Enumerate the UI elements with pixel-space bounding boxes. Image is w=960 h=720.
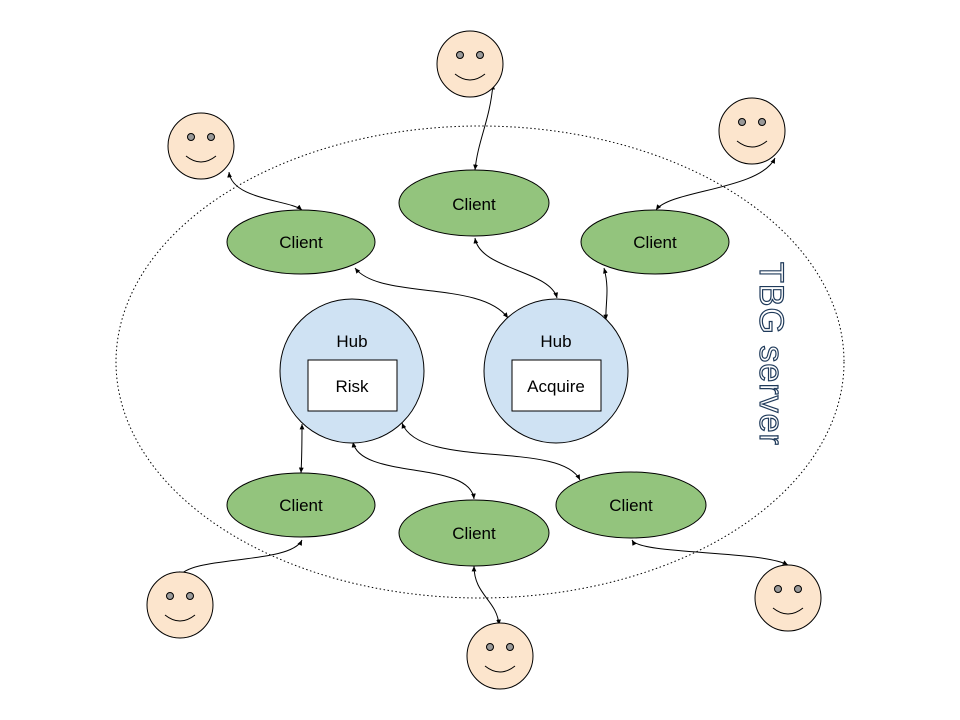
hub-game-label: Risk	[335, 377, 369, 396]
clients: Client Client Client Client Client Clien…	[226, 169, 730, 567]
smiley-face-icon	[167, 112, 235, 180]
hub-game-label: Acquire	[527, 377, 585, 396]
hub-game-box	[511, 359, 602, 412]
user-face-5	[466, 622, 534, 690]
client-node-3: Client	[580, 209, 730, 275]
user-face-2	[436, 30, 504, 98]
hub-risk: Hub Risk	[279, 298, 425, 444]
smiley-face-icon	[436, 30, 504, 98]
client-label: Client	[279, 233, 323, 252]
client-node-4: Client	[226, 472, 376, 538]
client-label: Client	[452, 524, 496, 543]
smiley-face-icon	[754, 564, 822, 632]
users	[146, 30, 822, 690]
hubs: Hub Risk Hub Acquire	[279, 298, 629, 444]
hub-title: Hub	[336, 332, 367, 351]
user-face-4	[146, 571, 214, 639]
edge-user4-client4	[178, 539, 303, 578]
edge-client1-hub-acquire	[354, 267, 509, 319]
edge-hub-risk-client6	[401, 422, 581, 481]
client-label: Client	[279, 496, 323, 515]
client-node-1: Client	[226, 209, 376, 275]
edge-hub-risk-client4	[298, 423, 305, 474]
smiley-face-icon	[466, 622, 534, 690]
hub-game-box	[307, 359, 398, 412]
smiley-face-icon	[718, 97, 786, 165]
edge-client3-hub-acquire	[603, 267, 609, 321]
server-label: TBG server	[752, 262, 790, 446]
user-face-1	[167, 112, 235, 180]
edge-user3-client3	[655, 157, 776, 211]
edge-user1-client1	[227, 171, 303, 211]
edge-client2-hub-acquire	[473, 237, 559, 299]
edge-user6-client6	[631, 539, 789, 566]
smiley-face-icon	[146, 571, 214, 639]
client-node-2: Client	[398, 169, 550, 237]
client-node-6: Client	[555, 471, 707, 539]
edge-user2-client2	[473, 83, 495, 171]
client-label: Client	[633, 233, 677, 252]
hub-title: Hub	[540, 332, 571, 351]
client-node-5: Client	[398, 499, 550, 567]
connections	[178, 83, 789, 626]
client-label: Client	[452, 195, 496, 214]
user-face-3	[718, 97, 786, 165]
client-label: Client	[609, 496, 653, 515]
edge-user5-client5	[471, 565, 501, 626]
user-face-6	[754, 564, 822, 632]
hub-acquire: Hub Acquire	[483, 298, 629, 444]
